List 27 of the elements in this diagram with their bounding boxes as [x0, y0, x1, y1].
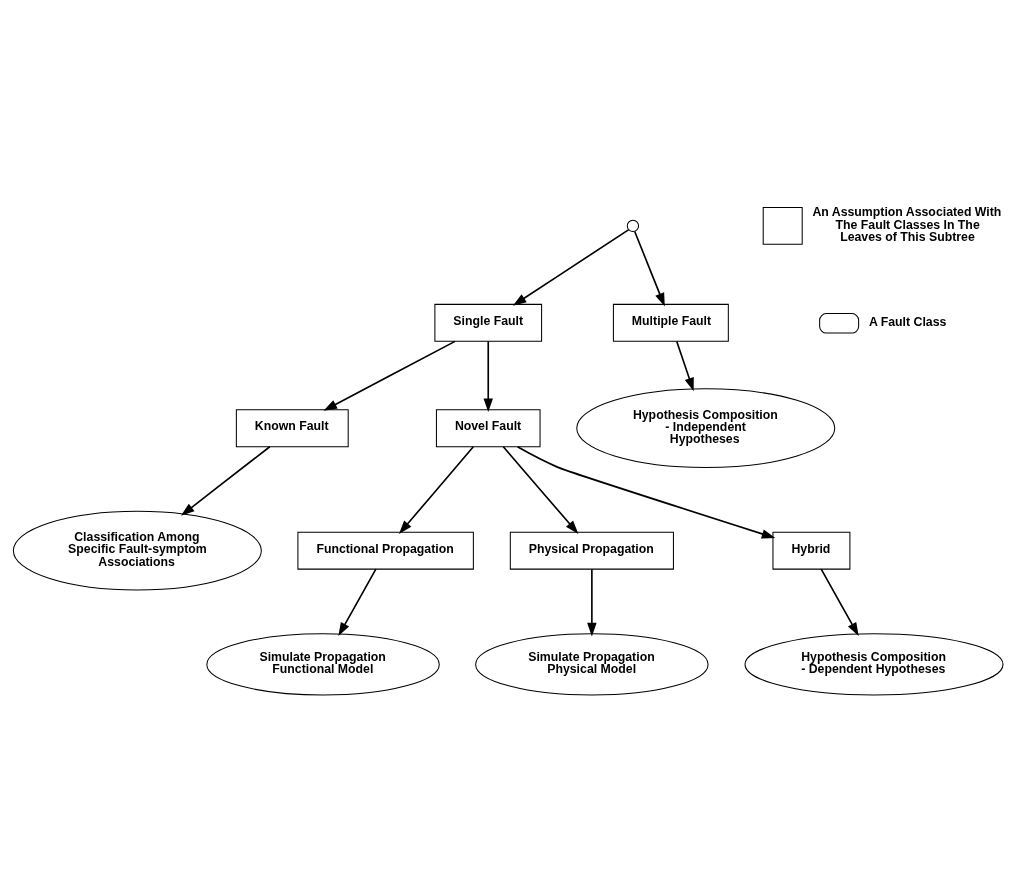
arrow	[633, 230, 665, 307]
node-box: Multiple Fault	[612, 303, 729, 342]
node-ellipse: Hypothesis Composition - Dependent Hypotheses	[744, 633, 1004, 696]
legend-label: An Assumption Associated With The Fault Classes In The Leaves of This Subtree	[811, 205, 1001, 244]
legend-label: A Fault Class	[868, 314, 946, 329]
arrow	[398, 445, 474, 534]
arrow	[512, 229, 629, 306]
arrow	[483, 340, 493, 413]
arrow	[323, 340, 456, 411]
node-ellipse: Classification Among Specific Fault-symptom Associations	[12, 510, 262, 591]
arrow	[516, 446, 775, 539]
arrow	[337, 568, 377, 637]
node-box: Functional Propagation	[296, 531, 474, 570]
arrow	[502, 445, 578, 534]
node-ellipse: Simulate Propagation Physical Model	[474, 633, 709, 696]
node-box: Physical Propagation	[509, 531, 674, 570]
node-box: Known Fault	[235, 409, 349, 448]
node-circle	[626, 219, 639, 233]
arrow	[819, 568, 859, 637]
arrow	[586, 568, 597, 637]
node-ellipse: Hypothesis Composition - Independent Hypotheses	[575, 388, 835, 469]
node-box: Hybrid	[771, 531, 850, 570]
node-box: Single Fault	[433, 303, 542, 342]
arrow	[675, 340, 694, 392]
arrow	[180, 445, 271, 516]
node-ellipse: Simulate Propagation Functional Model	[205, 633, 440, 696]
node-box: Novel Fault	[435, 409, 541, 448]
